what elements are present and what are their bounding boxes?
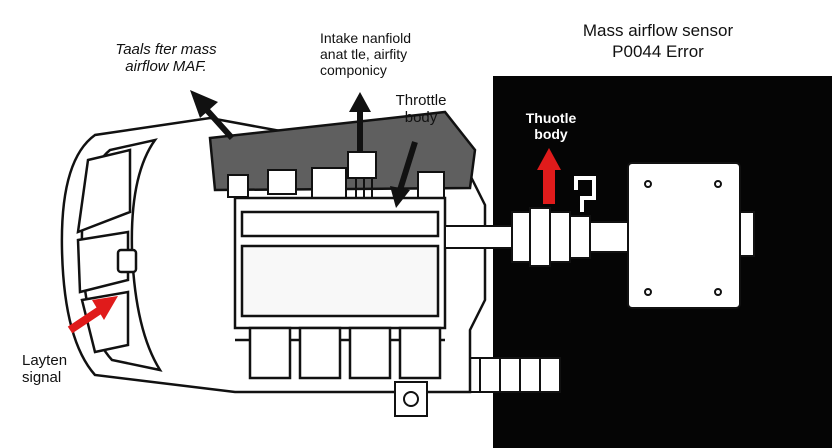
maf-sensor-housing [628,163,754,308]
label-layten-signal: Layten signal [22,352,92,386]
label-throttle-body: Throttle body [385,92,457,126]
label-throttle-body-red: Thuotle body [515,110,587,142]
label-intake-manifold: Intake nanfiold anat tle, airfity compon… [320,30,460,78]
maf-error-title: Mass airflow sensor P0044 Error [548,20,768,62]
mounting-boss [395,382,427,416]
engine-block [235,198,445,378]
label-tails-maf: Taals fter mass airflow MAF. [100,41,232,75]
